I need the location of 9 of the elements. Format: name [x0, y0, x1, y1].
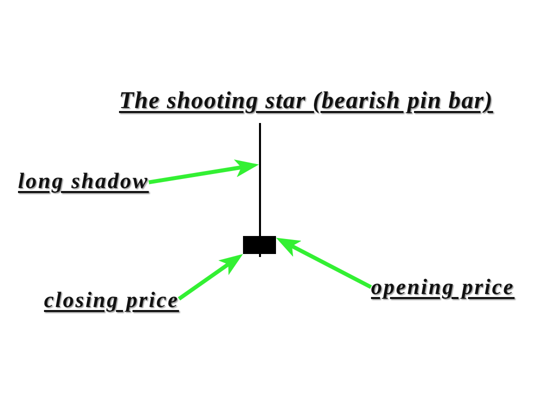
leader-arrow — [148, 159, 260, 184]
callout-label: opening price — [371, 275, 515, 300]
candle-wick — [259, 123, 260, 257]
candle-body — [243, 236, 276, 254]
leader-arrow — [178, 252, 244, 301]
leader-arrow — [275, 236, 372, 289]
diagram-title: The shooting star (bearish pin bar) — [119, 88, 494, 114]
callout-label: closing price — [44, 288, 179, 312]
callout-label: long shadow — [18, 169, 149, 194]
